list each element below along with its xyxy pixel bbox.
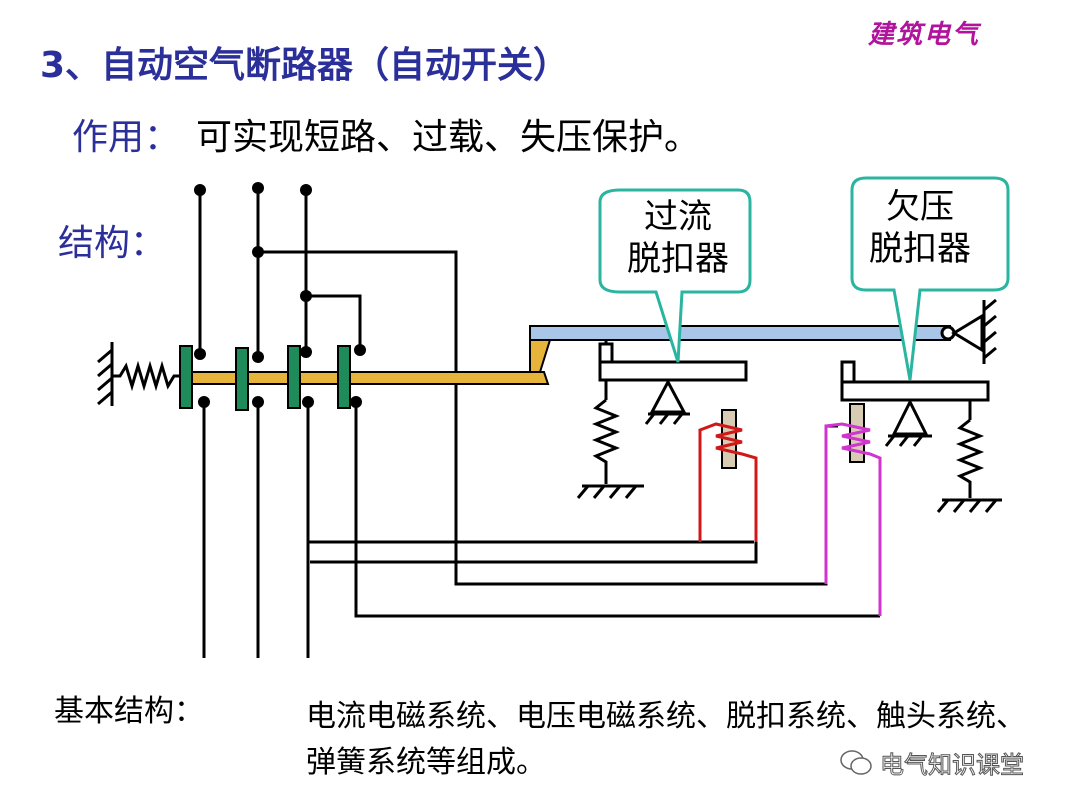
latch-hook (529, 339, 552, 373)
watermark-text: 电气知识课堂 (880, 751, 1025, 780)
main-contacts (179, 345, 351, 411)
wiring (198, 188, 880, 658)
right-pivot (940, 298, 997, 364)
overcurrent-release-text: 过流 脱扣器 (627, 197, 729, 279)
left-spring (97, 342, 186, 406)
latch-bar (529, 325, 951, 341)
undervoltage-coil (824, 422, 882, 616)
structure-label: 结构： (58, 223, 167, 264)
basic-structure-label: 基本结构： (54, 694, 204, 729)
overcurrent-coil (698, 422, 758, 542)
function-label: 作用： (72, 117, 181, 158)
undervoltage-release-label: 欠压 脱扣器 (854, 186, 986, 270)
wechat-icon (840, 749, 872, 775)
overcurrent-callout-bubble (598, 188, 752, 363)
function-text: 可实现短路、过载、失压保护。 (196, 117, 701, 158)
undervoltage-callout-bubble (850, 176, 1010, 381)
undervoltage-release (840, 360, 1002, 513)
undervoltage-release-text: 欠压 脱扣器 (869, 187, 971, 269)
basic-structure-text: 电流电磁系统、电压电磁系统、脱扣系统、触头系统、弹簧系统等组成。 (306, 699, 1026, 780)
brand-label: 建筑电气 (868, 20, 981, 50)
page-title: 3、自动空气断路器（自动开关） (40, 45, 570, 86)
overcurrent-release-label: 过流 脱扣器 (608, 196, 748, 280)
watermark: 电气知识课堂 (840, 745, 1025, 780)
terminal-dots (194, 182, 366, 408)
overcurrent-release (576, 340, 748, 499)
